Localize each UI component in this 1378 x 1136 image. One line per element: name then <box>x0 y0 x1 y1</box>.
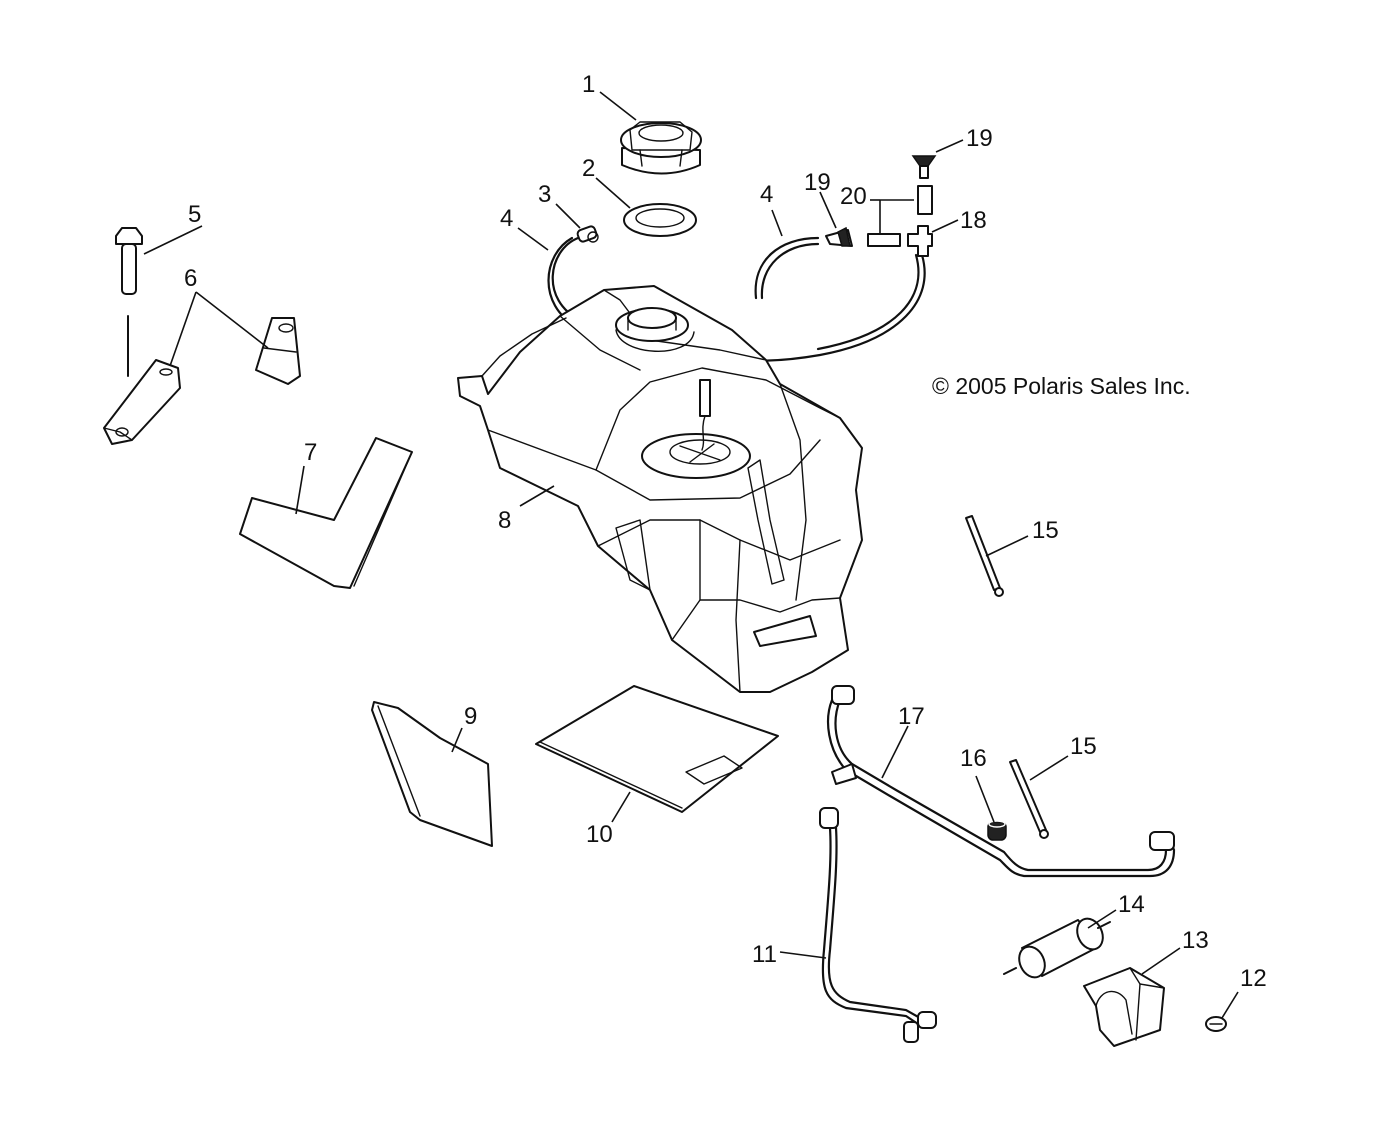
screw-part <box>1205 1016 1227 1032</box>
callout-20: 20 <box>840 183 867 210</box>
filter-clip-part <box>1083 967 1165 1047</box>
callout-17: 17 <box>898 703 925 730</box>
callout-2: 2 <box>582 155 595 182</box>
bolt-part <box>115 227 143 377</box>
fuel-tank-part <box>457 285 863 693</box>
heat-shield-pad-part <box>371 701 493 847</box>
callout-7: 7 <box>304 439 317 466</box>
callout-11: 11 <box>752 941 777 968</box>
vent-tee-fitting-part <box>907 225 933 257</box>
callout-8: 8 <box>498 507 511 534</box>
callout-12: 12 <box>1240 965 1267 992</box>
callout-labels: 1 2 3 4 4 5 6 7 8 9 10 11 12 13 14 15 15… <box>184 71 1267 992</box>
fuel-cap-part <box>620 121 702 175</box>
callout-1: 1 <box>582 71 595 98</box>
bracket-right-part <box>255 317 301 385</box>
callout-9: 9 <box>464 703 477 730</box>
callout-15-lower: 15 <box>1070 733 1097 760</box>
leader-lines <box>143 91 1239 1019</box>
callout-13: 13 <box>1182 927 1209 954</box>
callout-6: 6 <box>184 265 197 292</box>
vent-hose-upper-part <box>917 185 933 215</box>
fuel-line-upper-part <box>826 685 1176 878</box>
bracket-left-part <box>103 359 181 445</box>
callout-10: 10 <box>586 821 613 848</box>
callout-16: 16 <box>960 745 987 772</box>
callout-4-right: 4 <box>760 181 773 208</box>
vent-check-valve-part <box>825 226 853 247</box>
vent-fitting-part <box>576 225 599 243</box>
callout-15-upper: 15 <box>1032 517 1059 544</box>
callout-14: 14 <box>1118 891 1145 918</box>
callout-19-upper: 19 <box>966 125 993 152</box>
vent-valve-top-part <box>911 155 937 179</box>
protective-plate-part <box>535 685 779 813</box>
callout-19-lower: 19 <box>804 169 831 196</box>
callout-5: 5 <box>188 201 201 228</box>
callout-4-left: 4 <box>500 205 513 232</box>
cable-tie-upper-part <box>965 515 1004 597</box>
grommet-part <box>987 820 1007 841</box>
cable-tie-lower-part <box>1009 759 1049 839</box>
foam-strip-part <box>239 437 413 589</box>
copyright-notice: © 2005 Polaris Sales Inc. <box>932 373 1191 399</box>
callout-3: 3 <box>538 181 551 208</box>
callout-18: 18 <box>960 207 987 234</box>
vent-hose-right-part <box>718 236 926 362</box>
fuel-filter-part <box>1003 917 1111 979</box>
fuel-line-lower-part <box>819 807 937 1043</box>
cap-gasket-part <box>623 203 697 237</box>
vent-hose-short-part <box>867 233 901 247</box>
